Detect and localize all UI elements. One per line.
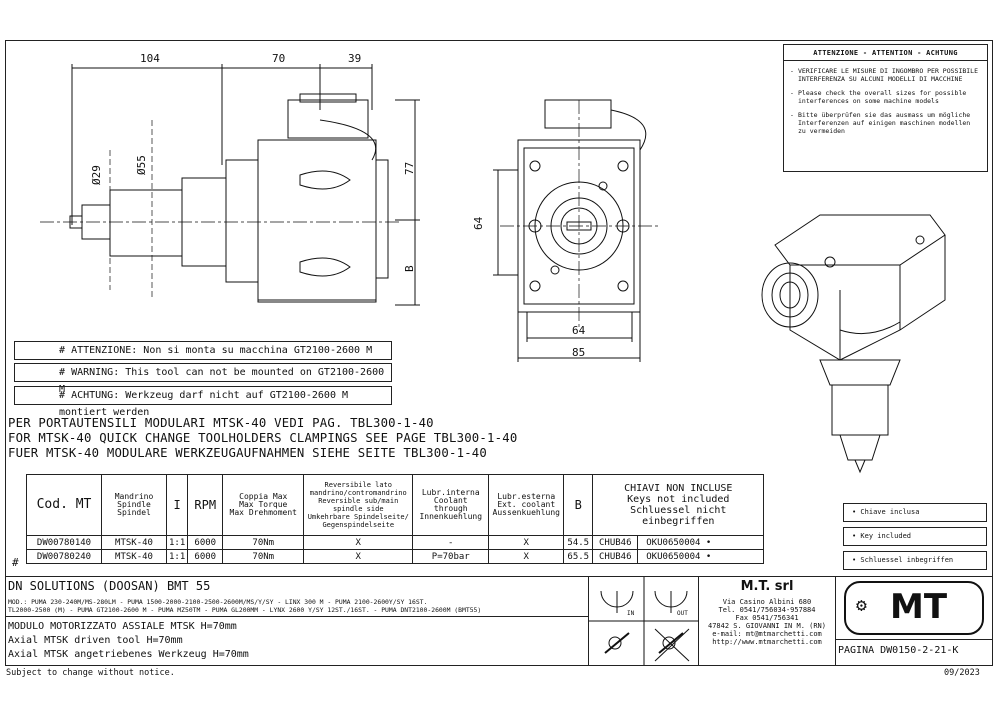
row-mark: # — [12, 556, 19, 569]
warning-italian: VERIFICARE LE MISURE DI INGOMBRO PER POS… — [784, 67, 987, 83]
note-italian: # ATTENZIONE: Non si monta su macchina G… — [14, 341, 392, 360]
out-label: OUT — [677, 610, 688, 617]
dim-55: Ø55 — [135, 155, 148, 175]
warning-german: Bitte überprüfen sie das ausmass um mögl… — [784, 111, 987, 135]
header-torque: Coppia Max Max Torque Max Drehmoment — [222, 474, 305, 536]
gear-icon: ⚙ — [856, 595, 867, 616]
page-code: PAGINA DW0150-2-21-K — [838, 645, 959, 656]
warning-english: Please check the overall sizes for possi… — [784, 89, 987, 105]
logo-cell: ⚙ MT PAGINA DW0150-2-21-K — [836, 577, 992, 665]
in-label: IN — [627, 610, 635, 617]
info-english: FOR MTSK-40 QUICK CHANGE TOOLHOLDERS CLA… — [8, 431, 518, 445]
legend-included: • Chiave inclusa — [843, 503, 987, 522]
dim-64-horizontal: 64 — [572, 324, 586, 337]
header-b: B — [563, 474, 594, 536]
desc-german: Axial MTSK angetriebenes Werkzeug H=70mm — [8, 649, 249, 660]
legend-included-de: • Schluessel inbegriffen — [843, 551, 987, 570]
note-hash: # — [59, 345, 66, 356]
header-rpm: RPM — [187, 474, 224, 536]
dim-39: 39 — [348, 52, 361, 65]
table-header: Cod. MT Mandrino Spindle Spindel I RPM C… — [26, 474, 765, 536]
note-hash: # — [59, 390, 66, 401]
header-internal: Lubr.interna Coolant through Innenkuehlu… — [412, 474, 490, 536]
header-spindle: Mandrino Spindle Spindel — [101, 474, 167, 536]
legend-included-en: • Key included — [843, 527, 987, 546]
machine-title: DN SOLUTIONS (DOOSAN) BMT 55 — [8, 579, 211, 593]
header-keys: CHIAVI NON INCLUSE Keys not included Sch… — [592, 474, 765, 536]
title-block: DN SOLUTIONS (DOOSAN) BMT 55 MOD.: PUMA … — [6, 576, 992, 665]
warning-title: ATTENZIONE - ATTENTION - ACHTUNG — [784, 45, 987, 61]
spec-table: Cod. MT Mandrino Spindle Spindel I RPM C… — [26, 474, 765, 564]
footer-date: 09/2023 — [944, 668, 980, 678]
note-german: # ACHTUNG: Werkzeug darf nicht auf GT210… — [14, 386, 392, 418]
title-left: DN SOLUTIONS (DOOSAN) BMT 55 MOD.: PUMA … — [6, 577, 589, 665]
note-hash: # — [59, 367, 66, 378]
table-row: DW00780240 MTSK-40 1:1 6000 70Nm X P=70b… — [26, 549, 765, 564]
logo-frame: ⚙ MT — [844, 581, 984, 635]
table-row: DW00780140 MTSK-40 1:1 6000 70Nm X - X 5… — [26, 535, 765, 550]
side-view — [40, 64, 420, 306]
header-code: Cod. MT — [26, 474, 102, 536]
footer-disclaimer: Subject to change without notice. — [6, 668, 175, 678]
company-logo: MT — [890, 587, 948, 627]
models-line-1: MOD.: PUMA 230-240M/MS-280LM - PUMA 1500… — [8, 598, 428, 606]
drawing-frame — [5, 40, 993, 666]
note-english: # WARNING: This tool can not be mounted … — [14, 363, 392, 395]
rotation-symbols: IN OUT — [589, 577, 699, 665]
models-line-2: TL2000-2500 (M) - PUMA GT2100-2600 M - P… — [8, 606, 482, 614]
dim-104: 104 — [140, 52, 160, 65]
desc-english: Axial MTSK driven tool H=70mm — [8, 635, 183, 646]
dim-85: 85 — [572, 346, 585, 359]
warning-box: ATTENZIONE - ATTENTION - ACHTUNG VERIFIC… — [783, 44, 988, 172]
dim-29: Ø29 — [90, 165, 103, 185]
info-german: FUER MTSK-40 MODULARE WERKZEUGAUFNAHMEN … — [8, 446, 488, 460]
info-italian: PER PORTAUTENSILI MODULARI MTSK-40 VEDI … — [8, 416, 434, 430]
header-external: Lubr.esterna Ext. coolant Aussenkuehlung — [488, 474, 565, 536]
company-name: M.T. srl — [740, 579, 794, 594]
dim-77: 77 — [403, 162, 416, 175]
desc-italian: MODULO MOTORIZZATO ASSIALE MTSK H=70mm — [8, 621, 237, 632]
dim-70: 70 — [272, 52, 285, 65]
dim-64-vertical: 64 — [472, 216, 485, 230]
technical-drawing: 104 70 39 Ø29 Ø55 77 B 64 64 85 — [40, 52, 946, 474]
header-ratio: I — [165, 474, 189, 536]
dim-B: B — [403, 265, 416, 272]
front-view — [493, 99, 660, 362]
header-reversible: Reversibile lato mandrino/contromandrino… — [303, 474, 414, 536]
company-address: M.T. srl Via Casino Albini 680 Tel. 0541… — [699, 577, 836, 665]
isometric-view — [761, 214, 946, 474]
